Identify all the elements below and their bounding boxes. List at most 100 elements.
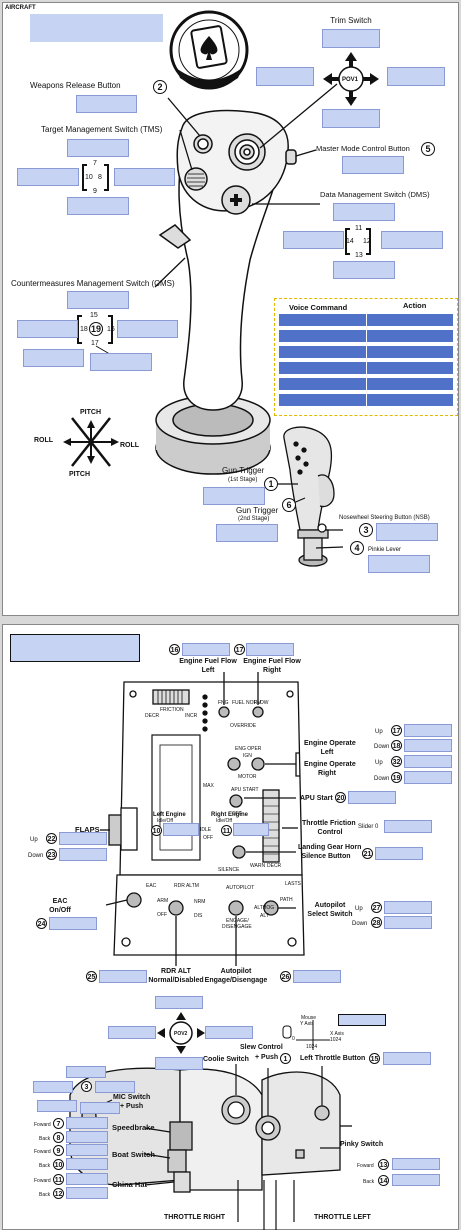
ap-eng-label: Autopilot <box>220 968 252 975</box>
friction-label: FRICTION <box>160 707 184 713</box>
ch-back-field[interactable] <box>66 1187 108 1199</box>
left-engine-field[interactable] <box>163 823 199 836</box>
aircraft-name-field[interactable] <box>30 14 163 42</box>
pov2-down-field[interactable] <box>155 1057 203 1070</box>
mic-down-right-field[interactable] <box>80 1102 120 1114</box>
trim-down-field[interactable] <box>322 109 380 128</box>
cms-left-field[interactable] <box>17 320 78 338</box>
voice-row[interactable] <box>279 394 453 407</box>
eff-left-label: Engine Fuel Flow <box>179 658 237 665</box>
trim-switch-label: Trim Switch <box>330 16 372 25</box>
disengage-label: DISENGAGE <box>222 924 252 930</box>
cms-right-field[interactable] <box>117 320 178 338</box>
rdr-alt-label-2: Normal/Disabled <box>148 977 204 984</box>
eo-right-up-field[interactable] <box>404 755 452 768</box>
pinky-back-field[interactable] <box>392 1174 440 1186</box>
sb-back-field[interactable] <box>66 1131 108 1143</box>
flaps-down-field[interactable] <box>59 848 107 861</box>
mic-left-field[interactable] <box>33 1081 73 1093</box>
apu-start-field[interactable] <box>348 791 396 804</box>
right-engine-field[interactable] <box>233 823 269 836</box>
mouse-label: Mouse <box>301 1015 317 1021</box>
pinkie-field[interactable] <box>368 555 430 573</box>
flaps-up-field[interactable] <box>59 832 107 845</box>
ch-fwd-field[interactable] <box>66 1173 108 1185</box>
cms-down-left-field[interactable] <box>23 349 84 367</box>
bs-fwd-label: Foward <box>34 1149 51 1155</box>
nsb-field[interactable] <box>376 523 438 541</box>
gun-trigger-2-field[interactable] <box>216 524 278 542</box>
tms-up-field[interactable] <box>67 139 129 157</box>
bs-fwd-field[interactable] <box>66 1144 108 1156</box>
master-mode-field[interactable] <box>342 156 404 174</box>
voice-row[interactable] <box>279 362 453 375</box>
rdr-field[interactable] <box>99 970 147 983</box>
throttle-name-field[interactable] <box>10 634 140 662</box>
fng-label: FNG <box>218 700 229 706</box>
pinkie-label: Pinkie Lever <box>368 547 402 553</box>
pov2-left-field[interactable] <box>108 1026 156 1039</box>
dis-label: DIS <box>194 913 203 919</box>
weapons-release-field[interactable] <box>76 95 137 113</box>
aps-up-number: 27 <box>371 902 382 913</box>
aps-up-field[interactable] <box>384 901 432 914</box>
lghs-number: 21 <box>362 848 373 859</box>
sb-fwd-field[interactable] <box>66 1117 108 1129</box>
gun-trigger-1-field[interactable] <box>203 487 265 505</box>
trim-left-field[interactable] <box>256 67 314 86</box>
gun-trigger-1-label: Gun Trigger <box>222 466 265 475</box>
china-hat-label: China Hat <box>112 1180 148 1189</box>
eo-left-down-field[interactable] <box>404 739 452 752</box>
dms-down-field[interactable] <box>333 261 395 279</box>
dms-up-field[interactable] <box>333 203 395 221</box>
rdr-altm-label: RDR ALTM <box>174 883 199 889</box>
lghs-field[interactable] <box>375 847 423 860</box>
gun-trigger-1-number: 1 <box>264 477 278 491</box>
pinky-fwd-field[interactable] <box>392 1158 440 1170</box>
idle-label: IDLE <box>200 827 212 833</box>
voice-row[interactable] <box>279 314 453 327</box>
bs-back-number: 10 <box>53 1159 64 1170</box>
aps-down-field[interactable] <box>384 916 432 929</box>
mouse-field[interactable] <box>338 1014 386 1026</box>
dms-left-field[interactable] <box>283 231 344 249</box>
dms-right-field[interactable] <box>381 231 443 249</box>
silence-label: SILENCE <box>218 867 240 873</box>
cms-up-field[interactable] <box>67 291 129 309</box>
pov2-up-field[interactable] <box>155 996 203 1009</box>
roll-right-label: ROLL <box>120 442 140 449</box>
voice-command-table: Voice Command Action <box>274 298 458 416</box>
trim-right-field[interactable] <box>387 67 445 86</box>
ttf-field[interactable] <box>384 820 432 833</box>
master-mode-number: 5 <box>421 142 435 156</box>
eff-left-field[interactable] <box>182 643 230 656</box>
voice-command-header: Voice Command <box>289 303 348 312</box>
voice-row[interactable] <box>279 346 453 359</box>
tms-down-field[interactable] <box>67 197 129 215</box>
tms-right-field[interactable] <box>114 168 175 186</box>
mic-up-field[interactable] <box>66 1066 106 1078</box>
eac-field[interactable] <box>49 917 97 930</box>
mic-label-2: + Push <box>120 1103 144 1110</box>
eo-left-up-field[interactable] <box>404 724 452 737</box>
ltb-field[interactable] <box>383 1052 431 1065</box>
mic-right-field[interactable] <box>95 1081 135 1093</box>
tms-left-num: 10 <box>85 174 93 181</box>
master-mode-label: Master Mode Control Button <box>316 144 410 153</box>
cms-down-right-field[interactable] <box>90 353 152 371</box>
tms-left-field[interactable] <box>17 168 79 186</box>
action-header: Action <box>403 301 427 310</box>
bs-back-field[interactable] <box>66 1158 108 1170</box>
ap-field[interactable] <box>293 970 341 983</box>
eo-right-down-field[interactable] <box>404 771 452 784</box>
eac-off-label: OFF <box>157 912 167 918</box>
pov2-right-field[interactable] <box>205 1026 253 1039</box>
trim-up-field[interactable] <box>322 29 380 48</box>
pinky-fwd-label: Foward <box>357 1163 374 1169</box>
voice-row[interactable] <box>279 330 453 343</box>
voice-row[interactable] <box>279 378 453 391</box>
eff-right-field[interactable] <box>246 643 294 656</box>
cms-right-num: 16 <box>107 326 115 333</box>
mic-down-left-field[interactable] <box>37 1100 77 1112</box>
engage-label: ENGAGE/ <box>226 918 249 924</box>
